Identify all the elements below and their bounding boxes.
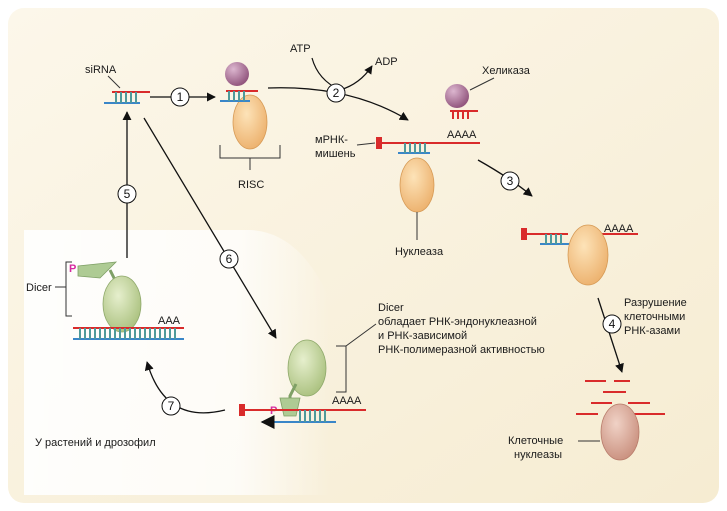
degradation-label-3: РНК-азами xyxy=(624,325,680,337)
svg-text:1: 1 xyxy=(177,90,184,104)
dicer-desc-bracket xyxy=(336,345,347,393)
svg-text:6: 6 xyxy=(226,252,233,266)
polya-label-1: AAAA xyxy=(447,129,477,141)
atp-label: ATP xyxy=(290,43,311,55)
cap-1 xyxy=(376,137,382,149)
svg-text:5: 5 xyxy=(124,187,131,201)
mrna-target-label-2: мишень xyxy=(315,148,356,160)
svg-text:7: 7 xyxy=(168,399,175,413)
step-circle-3: 3 xyxy=(500,171,520,191)
svg-text:2: 2 xyxy=(333,86,340,100)
dicer-left-label: Dicer xyxy=(26,282,52,294)
released-helicase xyxy=(445,84,478,119)
step-circle-1: 1 xyxy=(170,87,190,107)
degradation-label-1: Разрушение xyxy=(624,297,687,309)
dicer-desc-label-3: и РНК-зависимой xyxy=(378,330,467,342)
nuclease-protein xyxy=(399,157,435,213)
cap-3 xyxy=(239,404,245,416)
dicer-left-bracket xyxy=(65,261,72,317)
polya-label-4: AAA xyxy=(158,315,181,327)
nuclease-label: Нуклеаза xyxy=(395,246,444,258)
dicer-left-complex: P xyxy=(69,261,184,340)
risc-protein xyxy=(232,94,268,150)
svg-text:4: 4 xyxy=(609,317,616,331)
polya-label-2: AAAA xyxy=(604,223,634,235)
arrow-step-6 xyxy=(143,117,277,339)
cleaved-mrna-complex xyxy=(521,224,638,286)
step-circle-7: 7 xyxy=(161,396,181,416)
dicer-mrna-complex: P xyxy=(239,339,366,429)
risc-label: RISC xyxy=(238,179,264,191)
step-circle-5: 5 xyxy=(117,184,137,204)
helicase-label: Хеликаза xyxy=(482,65,531,77)
step-circle-6: 6 xyxy=(219,249,239,269)
helicase-bound xyxy=(225,62,249,86)
helicase-pointer xyxy=(469,77,495,91)
arrow-step-4 xyxy=(597,297,624,373)
cap-2 xyxy=(521,228,527,240)
dicer-desc-label-1: Dicer xyxy=(378,302,404,314)
plants-label: У растений и дрозофил xyxy=(35,437,156,449)
sirna-label: siRNA xyxy=(85,64,117,76)
polya-label-3: AAAA xyxy=(332,395,362,407)
sirna-duplex xyxy=(104,91,150,104)
plants-region xyxy=(24,230,330,495)
dicer-desc-label-2: обладает РНК-эндонуклеазной xyxy=(378,316,537,328)
dicer-desc-label-4: РНК-полимеразной активностью xyxy=(378,344,545,356)
mrna-target-label-1: мРНК- xyxy=(315,134,348,146)
dicer-paz-domain xyxy=(77,261,118,279)
risc-complex xyxy=(220,62,268,150)
phosphate-label-1: P xyxy=(69,263,76,275)
degradation-label-2: клеточными xyxy=(624,311,685,323)
dicer-paz-domain-2 xyxy=(279,397,301,417)
cell-nucleases-label-1: Клеточные xyxy=(508,435,563,447)
step-circle-4: 4 xyxy=(602,314,622,334)
adp-label: ADP xyxy=(375,56,398,68)
sirna-pointer xyxy=(107,75,121,89)
cell-nucleases-label-2: нуклеазы xyxy=(514,449,562,461)
cell-nuclease xyxy=(600,403,640,461)
step-circle-2: 2 xyxy=(326,83,346,103)
svg-text:3: 3 xyxy=(507,174,514,188)
